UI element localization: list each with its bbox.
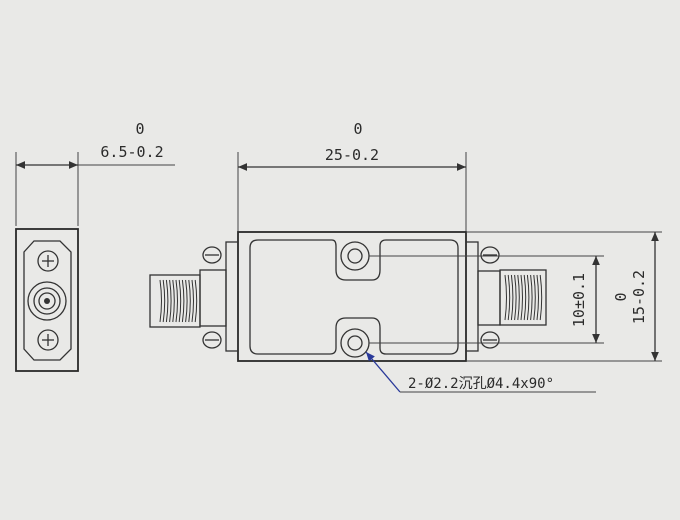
body-height-lower: 15-0.2 [630,270,648,324]
thread-mark [181,279,185,323]
thread-mark [510,274,514,321]
thread-mark [504,274,507,321]
front-view: 0 25-0.2 [149,120,662,393]
thread-mark [536,274,539,321]
left-flange [225,241,239,352]
screw-head-icon [37,329,59,351]
thread-mark [539,274,543,321]
thread-mark [526,274,530,321]
thread-mark [520,274,523,321]
connector-face-icon [27,281,67,321]
thread-mark [507,274,511,321]
main-body-outline [237,231,467,362]
thread-mark [175,279,178,323]
callout-leader [365,351,401,393]
thread-mark [178,279,182,323]
flange-screw-icon [202,246,222,264]
thread-mark [533,274,536,321]
body-length-upper: 0 [353,120,362,138]
thread-mark [172,279,175,323]
side-body-outline [15,228,79,372]
left-sma-connector-icon [149,269,227,328]
thread-mark [185,279,188,323]
side-width-upper: 0 [135,120,144,138]
flange-screw-icon [480,331,500,349]
hole-spec-callout: 2-Ø2.2沉孔Ø4.4x90° [408,376,554,392]
countersunk-hole-icon [340,328,370,358]
flange-screw-icon [202,331,222,349]
right-flange [465,241,479,352]
right-sma-connector-icon [477,269,547,326]
flange-screw-icon [480,246,500,264]
thread-mark [191,279,194,323]
inner-cavity-outline [249,239,459,355]
thread-mark [514,274,517,321]
side-width-lower: 6.5-0.2 [100,143,163,161]
thread-mark [194,279,198,323]
thread-mark [523,274,527,321]
countersunk-hole-icon [340,241,370,271]
screw-head-icon [37,250,59,272]
thread-mark [165,279,169,323]
body-length-lower: 25-0.2 [325,146,379,164]
body-height-upper: 0 [612,292,630,301]
side-flange-outline [23,240,72,361]
thread-mark [517,274,520,321]
thread-mark [162,279,166,323]
side-view: 0 6.5-0.2 [15,120,175,372]
thread-mark [188,279,191,323]
thread-mark [159,279,162,323]
hole-spacing: 10±0.1 [570,273,588,327]
thread-mark [530,274,533,321]
thread-mark [169,279,172,323]
